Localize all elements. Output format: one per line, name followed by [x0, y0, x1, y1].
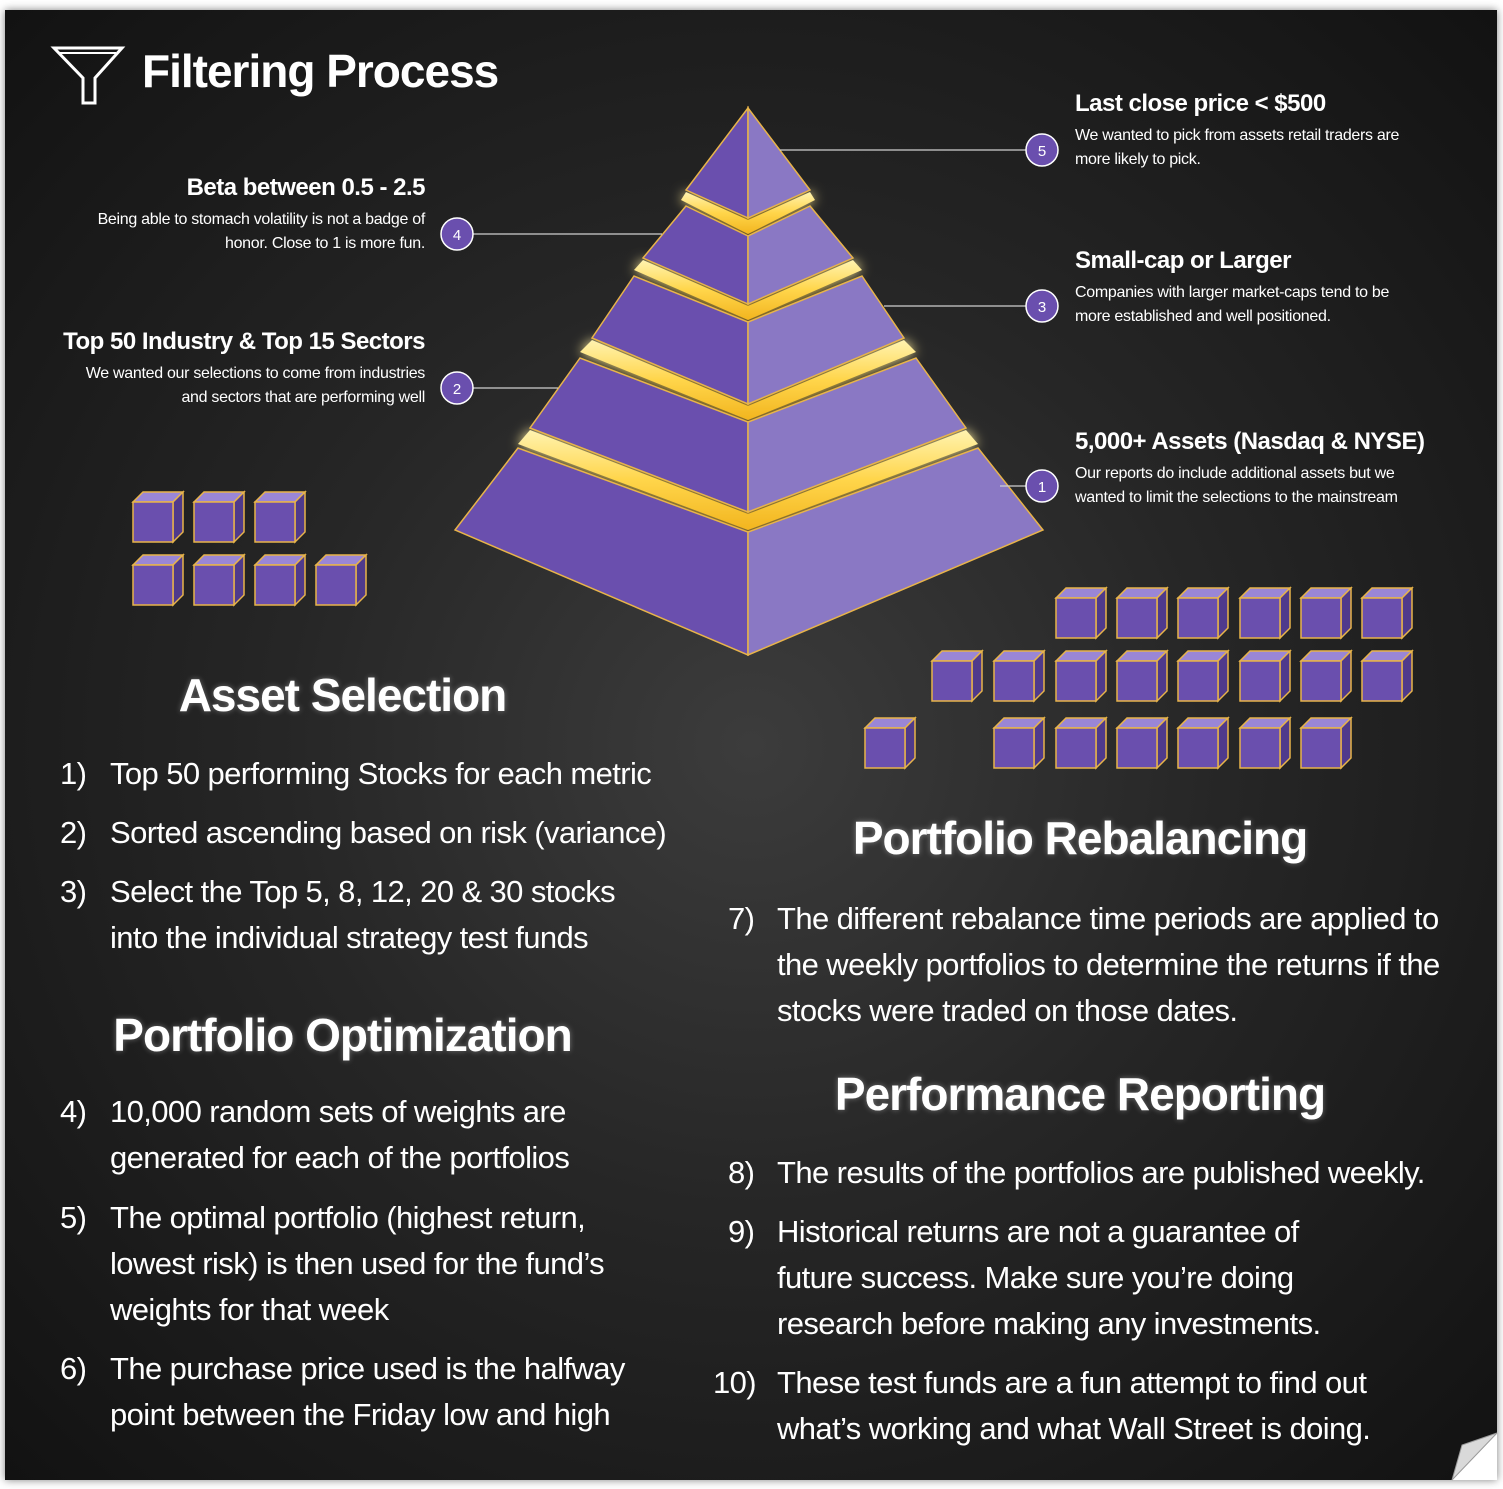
portfolio-optimization-heading: Portfolio Optimization	[113, 1009, 572, 1061]
pyramid-tier-2	[528, 357, 968, 514]
cube-icon	[1239, 587, 1291, 639]
layer-1-heading: 5,000+ Assets (Nasdaq & NYSE)	[1075, 428, 1425, 455]
performance-reporting-heading: Performance Reporting	[834, 1068, 1326, 1120]
list-item: 2) Sorted ascending based on risk (varia…	[60, 815, 667, 850]
badge-5: 5	[1025, 133, 1059, 167]
layer-2-heading: Top 50 Industry & Top 15 Sectors	[63, 328, 425, 355]
cube-icon	[1239, 650, 1291, 702]
cube-cluster-left	[132, 491, 367, 606]
cube-icon	[1300, 587, 1352, 639]
list-item: 8) The results of the portfolios are pub…	[728, 1155, 1425, 1190]
cube-icon	[864, 717, 916, 769]
layer-4-heading: Beta between 0.5 - 2.5	[186, 174, 426, 201]
pyramid-glow-bands	[518, 192, 978, 530]
list-item: 6) The purchase price used is the halfwa…	[60, 1351, 625, 1432]
list-item: 5) The optimal portfolio (highest return…	[60, 1200, 605, 1327]
cube-icon	[193, 554, 245, 606]
pyramid-tier-4	[641, 205, 855, 306]
list-item: 10) These test funds are a fun attempt t…	[713, 1365, 1371, 1446]
svg-text:3: 3	[1038, 299, 1046, 316]
cube-icon	[1116, 717, 1168, 769]
pyramid-tier-1	[453, 447, 1045, 657]
cube-icon	[132, 491, 184, 543]
cube-icon	[931, 650, 983, 702]
list-item: 3) Select the Top 5, 8, 12, 20 & 30 stoc…	[60, 874, 616, 955]
cube-icon	[254, 491, 306, 543]
cube-icon	[193, 491, 245, 543]
cube-icon	[1116, 650, 1168, 702]
layer-3-description: Companies with larger market-caps tend t…	[1075, 284, 1390, 325]
cube-cluster-right	[864, 587, 1413, 769]
cube-icon	[1300, 717, 1352, 769]
cube-icon	[1055, 587, 1107, 639]
layer-4-description: Being able to stomach volatility is not …	[97, 211, 426, 252]
cube-icon	[1177, 650, 1229, 702]
pyramid-tier-5	[684, 105, 812, 220]
connector-lines	[473, 149, 1026, 487]
svg-text:5: 5	[1038, 143, 1046, 160]
svg-text:2: 2	[453, 381, 461, 398]
layer-5-description: We wanted to pick from assets retail tra…	[1075, 127, 1400, 168]
cube-icon	[1177, 717, 1229, 769]
cube-icon	[1177, 587, 1229, 639]
cube-icon	[1361, 650, 1413, 702]
cube-icon	[315, 554, 367, 606]
page-title: Filtering Process	[142, 45, 499, 97]
cube-icon	[993, 650, 1045, 702]
cube-icon	[1361, 587, 1413, 639]
page-curl	[1451, 1432, 1498, 1481]
cube-icon	[1116, 587, 1168, 639]
cube-icon	[1055, 650, 1107, 702]
layer-5-heading: Last close price < $500	[1075, 90, 1326, 117]
badge-3: 3	[1025, 289, 1059, 323]
badge-1: 1	[1025, 469, 1059, 503]
svg-text:4: 4	[453, 227, 461, 244]
layer-3-heading: Small-cap or Larger	[1075, 247, 1291, 274]
layer-2-description: We wanted our selections to come from in…	[85, 365, 426, 406]
list-item: 9) Historical returns are not a guarante…	[728, 1214, 1321, 1341]
cube-icon	[993, 717, 1045, 769]
list-item: 4) 10,000 random sets of weights are gen…	[60, 1094, 570, 1175]
funnel-icon	[50, 46, 126, 105]
list-item: 7) The different rebalance time periods …	[728, 901, 1440, 1028]
cube-icon	[1300, 650, 1352, 702]
svg-text:1: 1	[1038, 479, 1046, 496]
asset-selection-heading: Asset Selection	[178, 669, 508, 721]
layer-1-description: Our reports do include additional assets…	[1075, 465, 1398, 506]
badge-2: 2	[440, 371, 474, 405]
pyramid-tier-3	[590, 275, 906, 406]
portfolio-rebalancing-heading: Portfolio Rebalancing	[852, 812, 1308, 864]
cube-icon	[1055, 717, 1107, 769]
pyramid	[453, 105, 1045, 657]
cube-icon	[1239, 717, 1291, 769]
cube-icon	[254, 554, 306, 606]
cube-icon	[132, 554, 184, 606]
list-item: 1) Top 50 performing Stocks for each met…	[60, 756, 652, 791]
badge-4: 4	[440, 217, 474, 251]
